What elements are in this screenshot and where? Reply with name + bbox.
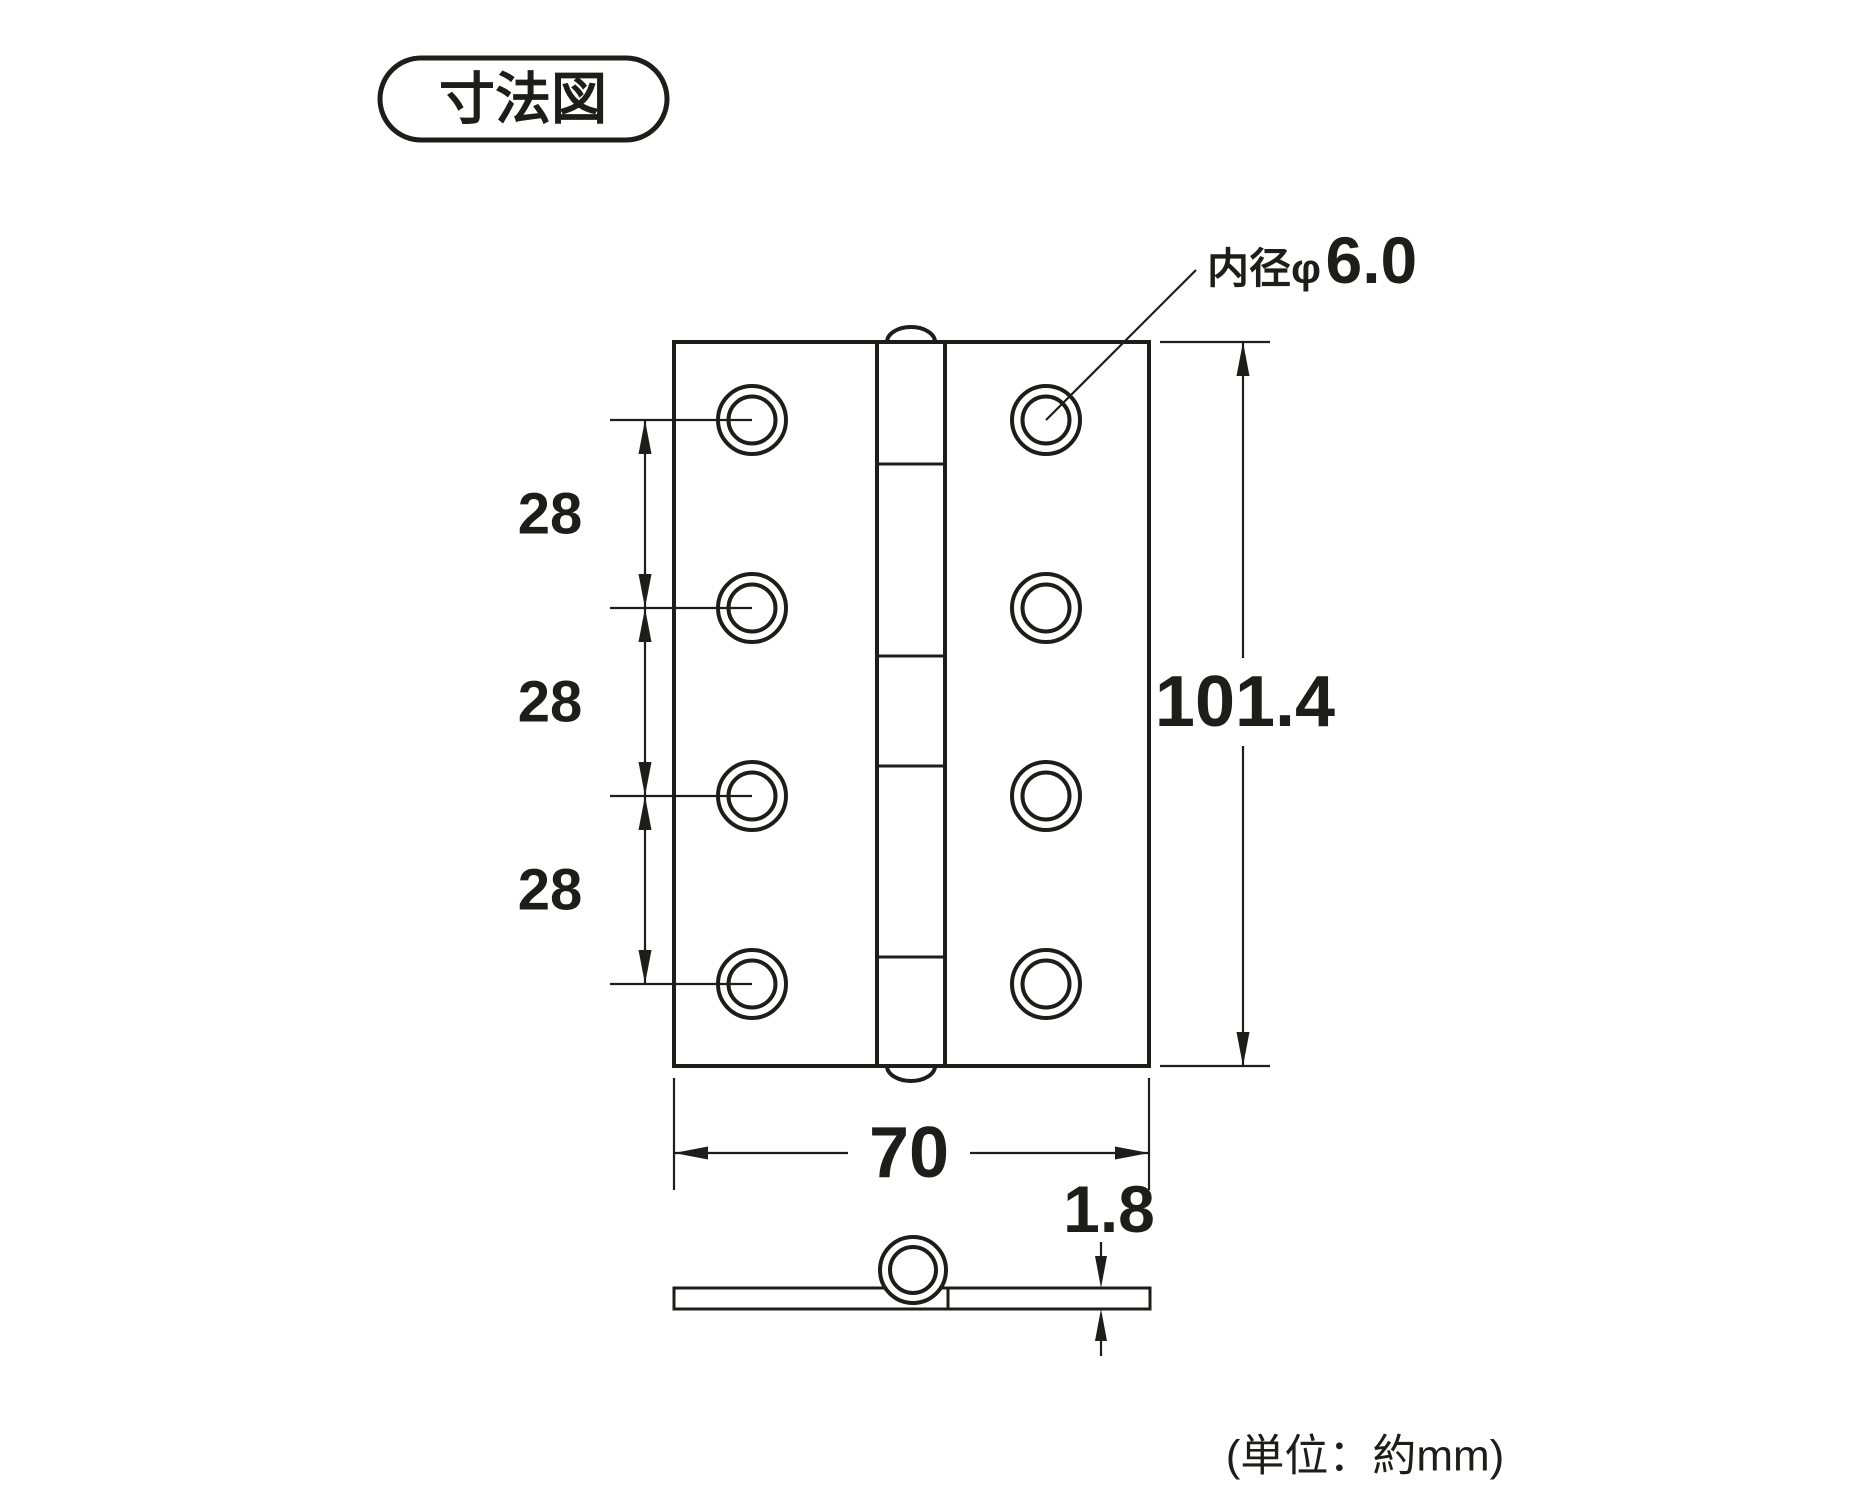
arrowhead-right	[1115, 1146, 1149, 1160]
screw-hole	[1010, 948, 1082, 1020]
hinge-side-view	[672, 1235, 1152, 1311]
arrowhead-up	[1095, 1309, 1107, 1341]
pin-cap-top	[885, 325, 937, 343]
knuckle-column	[875, 342, 947, 1066]
hole-diameter-prefix: 内径φ	[1207, 245, 1321, 292]
arrowhead-down	[638, 574, 652, 608]
hinge-front-view	[672, 325, 1151, 1083]
screw-hole-inner	[1020, 958, 1072, 1010]
screw-hole-inner	[1020, 582, 1072, 634]
leader-line	[1045, 269, 1197, 421]
screw-hole	[1010, 572, 1082, 644]
arrowhead-down	[1095, 1256, 1107, 1288]
arrowhead-up	[1236, 342, 1250, 376]
arrowhead-left	[674, 1146, 708, 1160]
unit-note: (単位：約mm)	[1226, 1432, 1505, 1481]
arrowhead-up	[638, 420, 652, 454]
screw-hole-inner	[1020, 770, 1072, 822]
screw-holes-right	[1010, 384, 1082, 1020]
title-badge: 寸法図	[377, 55, 670, 143]
arrowhead-down	[638, 762, 652, 796]
title-badge-label: 寸法図	[439, 68, 607, 131]
side-view-pin-inner	[888, 1245, 938, 1295]
hole-diameter-label: 内径φ 6.0	[1207, 223, 1417, 297]
height-dimension: 101.4	[1155, 340, 1335, 1068]
hole-spacing-dimension: 28 28 28	[518, 418, 752, 986]
width-dimension: 70	[672, 1078, 1151, 1193]
thickness-value: 1.8	[1063, 1172, 1155, 1246]
arrowhead-up	[638, 608, 652, 642]
pin-cap-bottom	[885, 1065, 937, 1083]
title-badge-pill	[377, 55, 670, 143]
spacing-value-2: 28	[518, 670, 583, 735]
screw-hole	[1010, 760, 1082, 832]
arrowhead-up	[638, 796, 652, 830]
spacing-value-3: 28	[518, 858, 583, 923]
hole-diameter-value: 6.0	[1326, 223, 1418, 297]
thickness-dimension: 1.8	[1063, 1172, 1155, 1356]
spacing-value-1: 28	[518, 482, 583, 547]
arrowhead-down	[638, 950, 652, 984]
arrowhead-down	[1236, 1032, 1250, 1066]
screw-hole-inner	[1020, 394, 1072, 446]
hole-diameter-note: 内径φ 6.0	[1045, 223, 1417, 421]
height-value: 101.4	[1155, 662, 1335, 742]
width-value: 70	[869, 1113, 949, 1193]
